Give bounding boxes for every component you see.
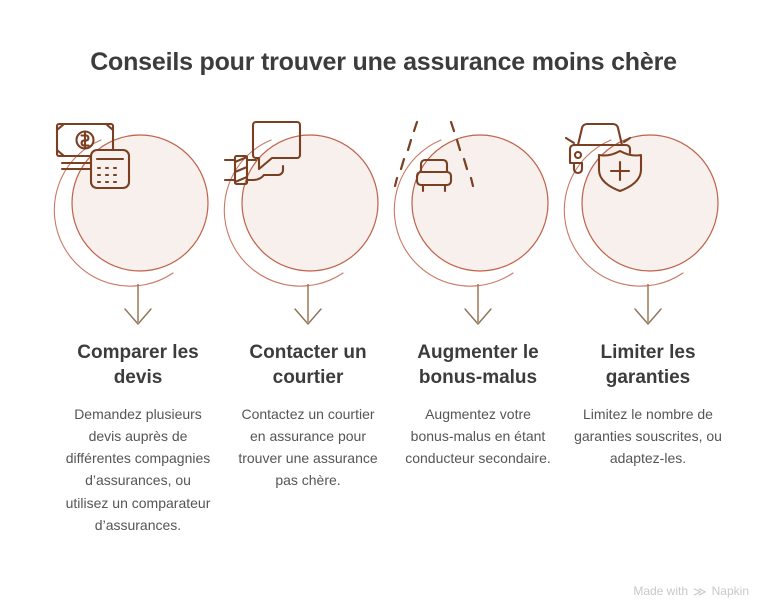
steps-container: Comparer les devis Demandez plusieurs de…	[0, 118, 767, 536]
icon-slot-4	[563, 118, 733, 288]
icon-circle-1	[53, 118, 223, 288]
step-column-3: Augmenter le bonus-malus Augmentez votre…	[393, 118, 563, 536]
car-shield-plus-icon	[564, 122, 643, 192]
step-column-4: Limiter les garanties Limitez le nombre …	[563, 118, 733, 536]
watermark-prefix: Made with	[633, 584, 689, 598]
step-body-3: Augmentez votre bonus-malus en étant con…	[405, 406, 551, 467]
step-body-4: Limitez le nombre de garanties souscrite…	[574, 406, 722, 467]
icon-slot-2	[223, 118, 393, 288]
napkin-watermark: Made with ≫ Napkin	[633, 584, 749, 598]
arrow-down-4	[634, 284, 662, 325]
step-heading-4: Limiter les garanties	[600, 342, 696, 389]
car-on-road-icon	[393, 120, 475, 193]
page-title: Conseils pour trouver une assurance moin…	[90, 48, 677, 76]
arrow-down-2	[294, 284, 322, 325]
hand-speech-bubble-icon	[223, 120, 302, 186]
icon-circle-2	[223, 118, 393, 288]
arrow-down-1	[124, 284, 152, 325]
step-body-1: Demandez plusieurs devis auprès de diffé…	[65, 406, 211, 533]
step-body-2: Contactez un courtier en assurance pour …	[238, 406, 378, 489]
napkin-logo-icon: ≫	[693, 583, 707, 599]
arrow-down-3	[464, 284, 492, 325]
step-column-2: Contacter un courtier Contactez un court…	[223, 118, 393, 536]
watermark-brand: Napkin	[711, 584, 749, 598]
step-heading-2: Contacter un courtier	[249, 342, 367, 389]
banknote-calculator-icon	[55, 122, 131, 190]
icon-circle-4	[563, 118, 733, 288]
step-heading-3: Augmenter le bonus-malus	[417, 342, 539, 389]
step-heading-1: Comparer les devis	[77, 342, 199, 389]
circle-graphic	[223, 134, 379, 287]
icon-slot-1	[53, 118, 223, 288]
icon-slot-3	[393, 118, 563, 288]
icon-circle-3	[393, 118, 563, 288]
step-column-1: Comparer les devis Demandez plusieurs de…	[53, 118, 223, 536]
